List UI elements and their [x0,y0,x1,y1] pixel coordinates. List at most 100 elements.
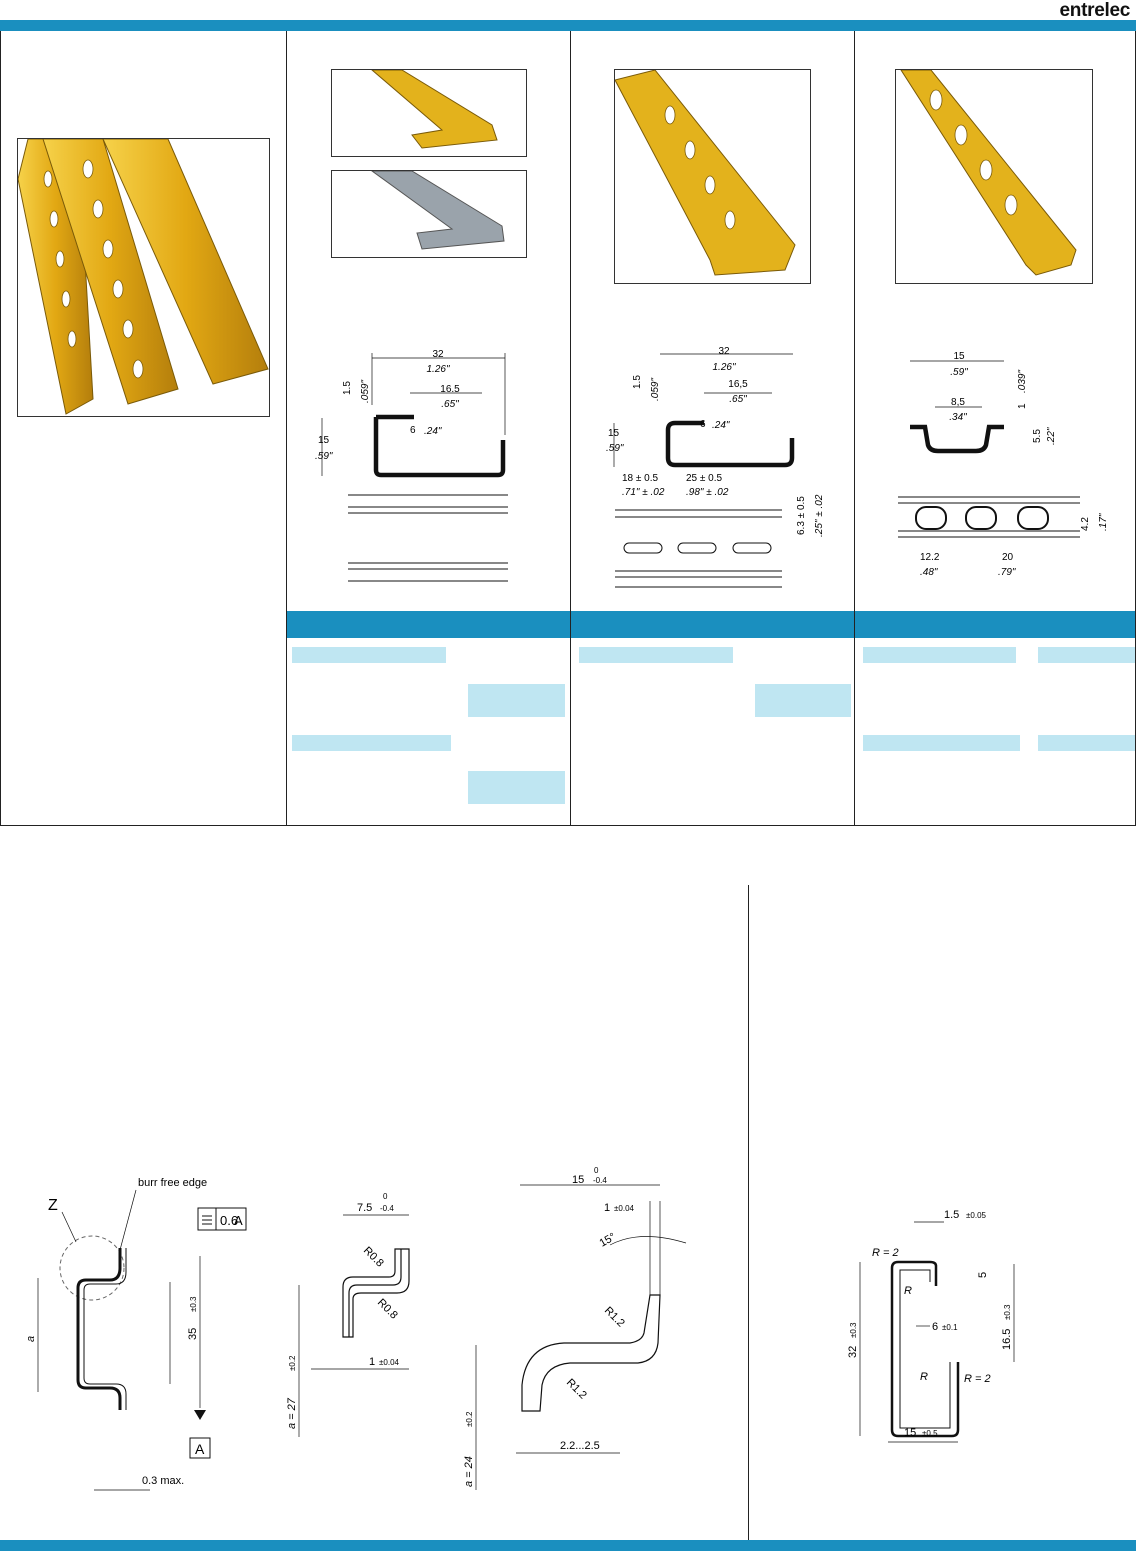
dim2-w: 7.5 [357,1202,372,1214]
col-divider-3 [854,31,855,826]
dim-c-s3: 6.3 ± 0.5 [796,496,807,535]
tolerance-datum: A [234,1213,243,1228]
tech-drawing-4: 1.5 ±0.05 R = 2 R 5 6 ±0.1 16.5 ±0.3 32 … [847,1209,1015,1443]
profile-drawing-b: 32 1.26" 16.5 .65" 1.5 .059" 6 .24" 15 .… [315,349,508,582]
rails-photo [17,138,270,417]
dim2-t: 1 [369,1356,375,1368]
dim4-t-tol: ±0.05 [966,1211,987,1220]
dim-b-t: 1.5 [342,381,353,395]
profile-drawing-d: 15 .59" 8,5 .34" 1 .039" 5.5 .22" 4.2 .1… [898,351,1109,578]
dim-d-w-in: .59" [950,367,968,378]
col-divider-2 [570,31,571,826]
dim-d-pitch: 20 [1002,552,1014,563]
dim4-r-outer: R = 2 [872,1247,899,1259]
dim-b-lip: 6 [410,425,416,436]
dim-b-inner: 16.5 [440,384,460,395]
dim3-angle: 15° [598,1231,618,1250]
dim-c-t-in: .059" [650,378,661,401]
dim2-r1: R0.8 [361,1245,386,1270]
dim3-a: a = 24 [463,1456,475,1487]
dim3-w-dn: -0.4 [593,1176,607,1185]
dim3-w-up: 0 [594,1166,599,1175]
dim4-t: 1.5 [944,1209,959,1221]
dim4-lip: 5 [977,1272,989,1278]
dim-b-h: 15 [318,435,330,446]
dim-c-s3-in: .25" ± .02 [814,494,825,537]
dim4-h-tol: ±0.3 [849,1322,858,1338]
dim-c-h: 15 [608,428,620,439]
dim-c-s2: 25 ± 0.5 [686,473,723,484]
profile-drawing-c: 32 1.26" 16,5 .65" 1.5 .059" 6 .24" 15 .… [606,346,825,588]
dim-35-tol: ±0.3 [189,1296,198,1312]
dim-max: 0.3 max. [142,1475,184,1487]
spec-box-b2 [468,684,565,717]
dim3-w: 15 [572,1174,584,1186]
spec-box-d1 [863,647,1016,663]
dim-d-t: 1 [1017,403,1028,409]
dim2-w-dn: -0.4 [380,1204,394,1213]
dim4-w-tol: ±0.5 [922,1429,938,1438]
dim4-gap: 6 [932,1321,938,1333]
spec-box-d3 [863,735,1020,751]
dim-c-s1: 18 ± 0.5 [622,473,659,484]
top-section-bottom [0,825,1136,826]
bottom-accent-bar [0,1540,1136,1551]
dim-c-s2-in: .98" ± .02 [686,487,729,498]
dim2-a: a = 27 [286,1397,298,1429]
datum-a: A [195,1441,205,1457]
dim-d-slot-w-in: .48" [920,567,938,578]
zone-z-label: Z [48,1197,58,1214]
tech-drawing-1: burr free edge Z 0.6 A a 35 ±0.3 A 0.3 m… [25,1177,247,1491]
rail-photo-slotted-d [895,69,1093,284]
dim-c-w: 32 [718,346,730,357]
dim-c-inner: 16,5 [728,379,748,390]
dim-c-w-in: 1.26" [712,362,735,373]
spec-box-c2 [755,684,851,717]
dim-d-inner: 8,5 [951,397,965,408]
dim-c-s1-in: .71" ± .02 [622,487,665,498]
tech-drawing-2: 7.5 0 -0.4 R0.8 R0.8 1 ±0.04 a = 27 ±0.2 [286,1192,410,1437]
dim-c-h-in: .59" [606,443,624,454]
dim-c-lip-in: .24" [712,420,730,431]
rail-photo-slotted-c [614,69,811,284]
dim-b-inner-in: .65" [441,399,459,410]
dim-d-pitch-in: .79" [998,567,1016,578]
dim-d-h: 5.5 [1032,429,1043,443]
dim2-r2: R0.8 [375,1297,400,1322]
frame-left [0,31,1,826]
dim-d-slot-h: 4.2 [1080,517,1091,531]
rail-photo-grey [331,170,527,258]
spec-box-b3 [292,735,451,751]
dim-d-h-in: .22" [1046,427,1057,445]
bottom-divider [748,885,749,1540]
dim4-gap-tol: ±0.1 [942,1323,958,1332]
dim2-w-up: 0 [383,1192,388,1201]
spec-bar-d [855,611,1135,638]
dim-a-label: a [25,1336,37,1342]
brand-logo: entrelec [1059,0,1131,21]
dim-c-inner-in: .65" [729,394,747,405]
burr-label: burr free edge [138,1177,207,1189]
dim4-r-inner: R [904,1285,912,1297]
dim3-t-tol: ±0.04 [614,1204,635,1213]
dim-b-h-in: .59" [315,451,333,462]
dim4-h: 32 [847,1346,859,1358]
dim-d-slot-h-in: .17" [1098,513,1109,531]
dim4-r-inner2: R [920,1371,928,1383]
dim3-r2: R1.2 [564,1377,589,1402]
dim-d-slot-w: 12.2 [920,552,940,563]
tolerance-value: 0.6 [220,1213,238,1228]
top-accent-bar [0,20,1136,31]
dim-b-t-in: .059" [360,380,371,403]
spec-box-d2 [1038,647,1135,663]
dim-35: 35 [187,1328,199,1340]
dim2-a-tol: ±0.2 [288,1355,297,1371]
spec-box-c1 [579,647,733,663]
dim3-t: 1 [604,1202,610,1214]
dim3-a-tol: ±0.2 [465,1411,474,1427]
dim4-inner-tol: ±0.3 [1003,1304,1012,1320]
dim-d-t-in: .039" [1017,370,1028,393]
dim-b-w: 32 [432,349,444,360]
dim4-w: 15 [904,1427,916,1439]
dim-d-inner-in: .34" [949,412,967,423]
